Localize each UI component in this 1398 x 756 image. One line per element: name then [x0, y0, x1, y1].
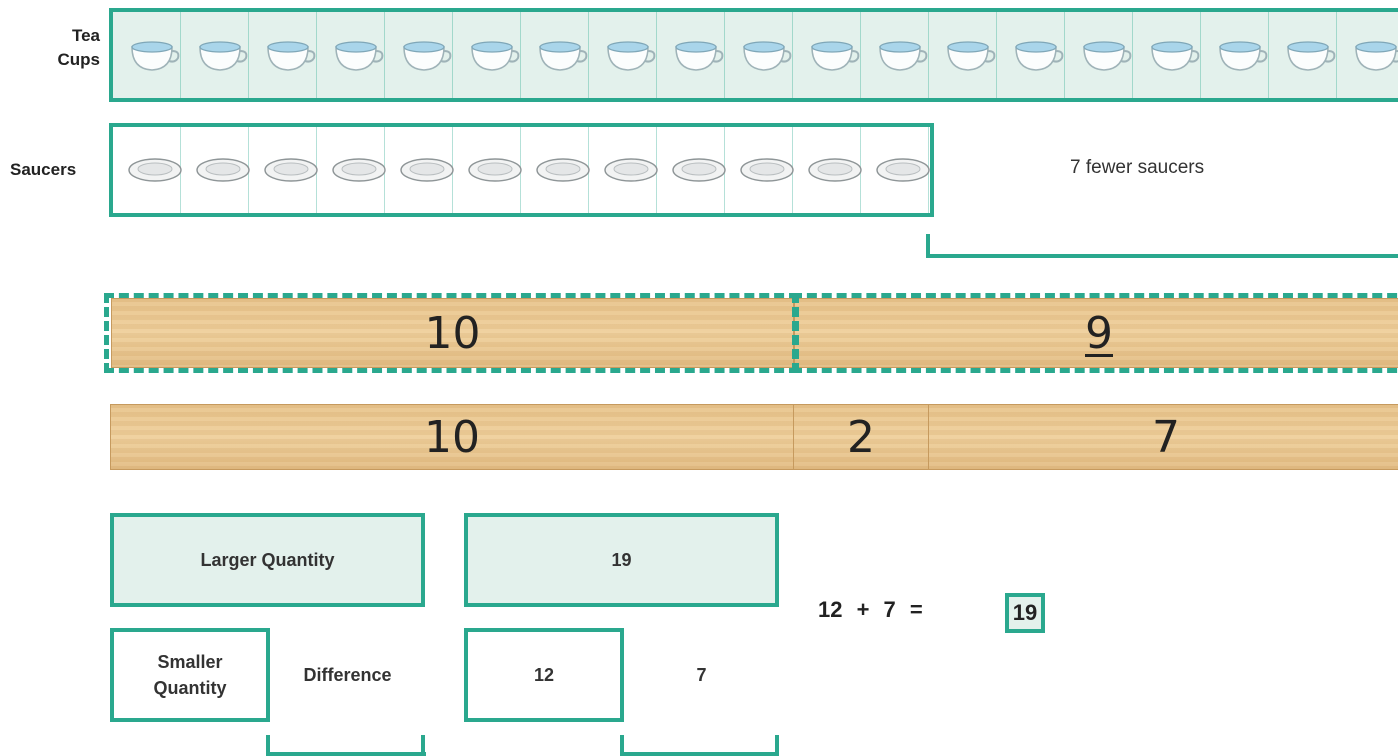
bar-bottom-middle-value: 2 — [847, 411, 875, 463]
bar-bottom-right-value: 7 — [1152, 411, 1180, 463]
teacup-icon — [1345, 35, 1398, 75]
equation-answer: 19 — [1012, 600, 1038, 625]
tea-cups-row — [109, 8, 1398, 102]
saucer-icon — [733, 150, 801, 190]
saucers-row — [109, 123, 934, 217]
bar-bottom-middle: 2 — [793, 404, 929, 470]
bar-top-right-value: 9 — [1085, 307, 1113, 359]
bar-top-left-value: 10 — [424, 307, 481, 359]
teacup-icon — [937, 35, 1005, 75]
larger-quantity-label-box: Larger Quantity — [110, 513, 425, 607]
larger-quantity-label: Larger Quantity — [200, 549, 335, 570]
saucer-icon — [597, 150, 665, 190]
teacup-icon — [801, 35, 869, 75]
bar-bottom-right: 7 — [928, 404, 1398, 470]
teacup-icon — [1073, 35, 1141, 75]
saucer-icon — [257, 150, 325, 190]
teacup-icon — [257, 35, 325, 75]
teacup-icon — [529, 35, 597, 75]
difference-label-bracket-left — [266, 735, 270, 756]
difference-label: Difference — [303, 664, 392, 685]
teacup-icon — [1005, 35, 1073, 75]
difference-bracket-horizontal — [926, 254, 1398, 258]
larger-quantity-value: 19 — [611, 549, 632, 570]
saucer-icon — [869, 150, 937, 190]
saucer-icon — [665, 150, 733, 190]
saucer-icon — [801, 150, 869, 190]
difference-value: 7 — [696, 664, 707, 685]
teacup-icon — [461, 35, 529, 75]
teacup-icon — [1209, 35, 1277, 75]
teacup-icon — [325, 35, 393, 75]
smaller-quantity-value-box: 12 — [464, 628, 624, 722]
tea-cups-items — [121, 12, 1398, 98]
saucer-icon — [529, 150, 597, 190]
saucer-icon — [461, 150, 529, 190]
bar-top-right: 9 — [794, 298, 1398, 368]
equation-text: 12 + 7 = — [818, 597, 923, 622]
teacup-icon — [393, 35, 461, 75]
bar-top-left: 10 — [111, 298, 794, 368]
saucer-icon — [393, 150, 461, 190]
difference-value-bracket-left — [620, 735, 624, 756]
difference-value-bracket-right — [775, 735, 779, 756]
larger-quantity-value-box: 19 — [464, 513, 779, 607]
bar-bottom-left-value: 10 — [424, 411, 480, 463]
difference-bracket-vertical — [926, 234, 930, 258]
equation-answer-box: 19 — [1005, 593, 1045, 633]
teacup-icon — [597, 35, 665, 75]
teacup-icon — [121, 35, 189, 75]
teacup-icon — [1141, 35, 1209, 75]
fewer-saucers-text: 7 fewer saucers — [1070, 157, 1205, 178]
teacup-icon — [665, 35, 733, 75]
dashed-outline-left — [104, 293, 799, 373]
tea-cups-label: Tea Cups — [57, 26, 101, 69]
saucer-icon — [121, 150, 189, 190]
dashed-outline-right — [792, 293, 1398, 373]
teacup-icon — [733, 35, 801, 75]
smaller-quantity-label: Smaller Quantity — [153, 652, 227, 698]
saucer-icon — [189, 150, 257, 190]
teacup-icon — [1277, 35, 1345, 75]
difference-value-bracket-bottom — [620, 752, 779, 756]
saucers-items — [121, 127, 937, 213]
difference-label-bracket-right — [421, 735, 425, 756]
saucer-icon — [325, 150, 393, 190]
difference-label-bracket-bottom — [266, 752, 426, 756]
smaller-quantity-label-box: Smaller Quantity — [110, 628, 270, 722]
saucers-label: Saucers — [10, 160, 77, 179]
teacup-icon — [869, 35, 937, 75]
teacup-icon — [189, 35, 257, 75]
smaller-quantity-value: 12 — [533, 664, 555, 685]
bar-bottom-left: 10 — [110, 404, 794, 470]
